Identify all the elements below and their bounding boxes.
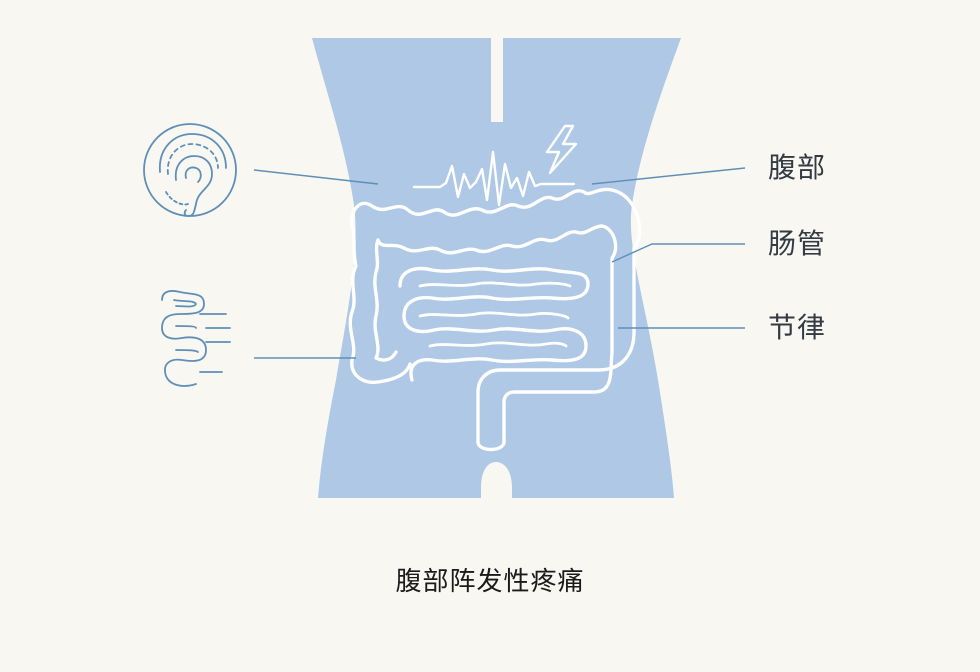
large-intestine-outer xyxy=(348,187,642,444)
diagram-caption: 腹部阵发性疼痛 xyxy=(395,567,585,597)
large-intestine-inner xyxy=(373,224,618,444)
torso-center-line xyxy=(491,36,503,122)
small-intestine-inner xyxy=(418,281,572,348)
ear-icon xyxy=(143,123,237,217)
torso-silhouette xyxy=(312,38,681,498)
pain-pulse-wave xyxy=(412,150,576,207)
callout-line-ear xyxy=(253,169,379,185)
intestines xyxy=(348,187,642,452)
callout-line-abdomen xyxy=(591,167,746,185)
label-intestine: 肠管 xyxy=(768,227,827,260)
small-intestine xyxy=(398,266,590,382)
intestine-icon xyxy=(161,290,231,387)
callout-line-intestine xyxy=(611,243,745,263)
lightning-icon xyxy=(545,124,578,175)
label-abdomen: 腹部 xyxy=(768,151,827,184)
label-rhythm: 节律 xyxy=(768,311,827,344)
rectum xyxy=(476,440,506,452)
